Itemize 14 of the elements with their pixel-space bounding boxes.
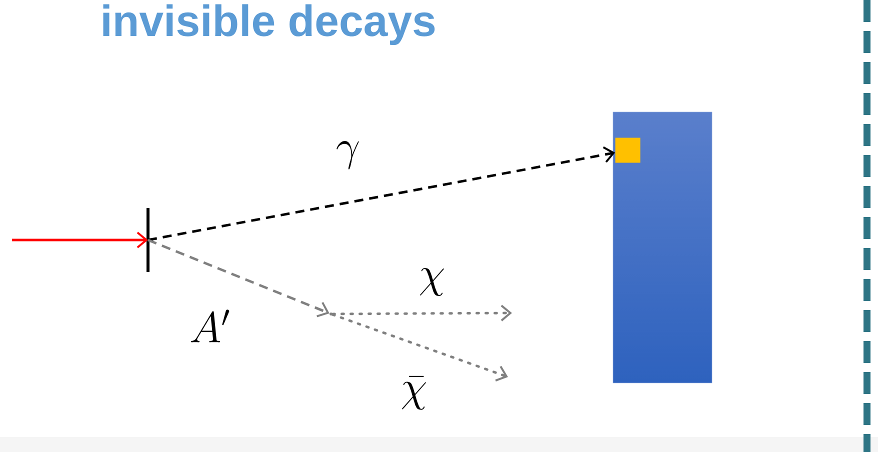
detector-cell [615, 138, 640, 163]
edge-label: $\chi$ [420, 268, 444, 296]
edge-label: $\gamma$ [336, 140, 359, 170]
decay-vertex [330, 312, 332, 316]
arrow [331, 313, 508, 382]
detector-block [612, 112, 712, 384]
edge-label: $\bar{\chi}$ [402, 376, 426, 410]
arrow [148, 238, 330, 318]
arrow [331, 304, 512, 322]
arrow [148, 146, 616, 242]
target-mark [146, 206, 150, 274]
arrow [12, 232, 148, 248]
edge-label: $A'$ [190, 310, 230, 342]
title: invisible decays [103, 4, 435, 46]
